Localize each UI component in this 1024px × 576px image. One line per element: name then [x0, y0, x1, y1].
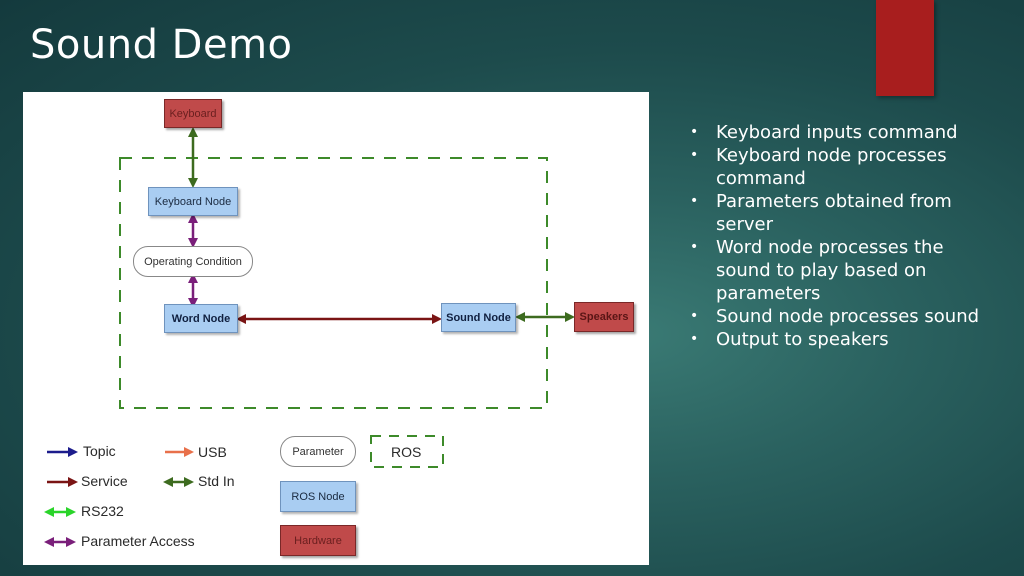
- legend-ros-node-label: ROS Node: [291, 490, 345, 503]
- bullet-item: Word node processes the sound to play ba…: [690, 236, 990, 305]
- legend-std-in-label: Std In: [198, 473, 235, 489]
- ros-boundary: [119, 157, 548, 409]
- bullet-item: Parameters obtained from server: [690, 190, 990, 236]
- legend-service-label: Service: [81, 473, 128, 489]
- keyboard-label: Keyboard: [169, 107, 217, 120]
- word-node-label: Word Node: [171, 312, 231, 325]
- legend-parameter-box: Parameter: [280, 436, 356, 467]
- operating-condition-label: Operating Condition: [144, 255, 242, 268]
- keyboard-node-box: Keyboard Node: [148, 187, 238, 216]
- speakers-label: Speakers: [579, 311, 629, 323]
- legend-usb-label: USB: [198, 444, 227, 460]
- bullet-item: Sound node processes sound: [690, 305, 990, 328]
- bullet-item: Output to speakers: [690, 328, 990, 351]
- diagram-panel: Keyboard Keyboard Node Operating Conditi…: [23, 92, 649, 565]
- legend-rs232-label: RS232: [81, 503, 124, 519]
- legend-hardware-box: Hardware: [280, 525, 356, 556]
- keyboard-node-label: Keyboard Node: [154, 195, 232, 208]
- accent-bar: [876, 0, 934, 96]
- bullet-item: Keyboard node processes command: [690, 144, 990, 190]
- legend-parameter-access-label: Parameter Access: [81, 533, 195, 549]
- bullet-item: Keyboard inputs command: [690, 121, 990, 144]
- speakers-hardware-box: Speakers: [574, 302, 634, 332]
- sound-node-box: Sound Node: [441, 303, 516, 332]
- slide-title: Sound Demo: [30, 22, 293, 68]
- bullet-list: Keyboard inputs command Keyboard node pr…: [690, 121, 990, 351]
- legend-topic-label: Topic: [83, 443, 116, 459]
- legend-parameter-label: Parameter: [292, 445, 344, 458]
- keyboard-hardware-box: Keyboard: [164, 99, 222, 128]
- legend-hardware-label: Hardware: [294, 534, 342, 547]
- legend-ros-node-box: ROS Node: [280, 481, 356, 512]
- legend-ros-box: [370, 435, 444, 468]
- diagram-connectors: [44, 127, 575, 547]
- word-node-box: Word Node: [164, 304, 238, 333]
- operating-condition-parameter: Operating Condition: [133, 246, 253, 277]
- sound-node-label: Sound Node: [446, 311, 511, 324]
- legend-ros-label: ROS: [391, 444, 422, 460]
